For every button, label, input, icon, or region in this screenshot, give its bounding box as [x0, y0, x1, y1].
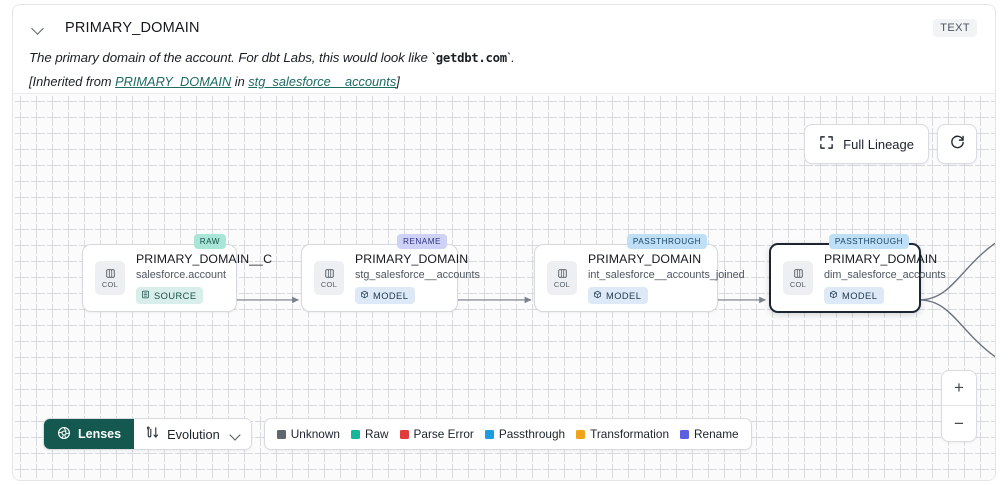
node-table-name: dim_salesforce_accounts — [824, 269, 946, 281]
node-column-name: PRIMARY_DOMAIN — [588, 252, 702, 266]
node-table-name: stg_salesforce__accounts — [355, 269, 480, 281]
inherited-prefix: [Inherited from — [29, 74, 116, 89]
lineage-canvas[interactable]: RAW COL PRIMARY_DOMAIN__C salesforce.acc… — [13, 93, 995, 480]
type-badge: TEXT — [933, 19, 977, 37]
column-chip: COL — [547, 261, 577, 295]
evolution-dropdown[interactable]: Evolution — [134, 419, 251, 449]
lineage-edges — [236, 242, 995, 358]
column-description: The primary domain of the account. For d… — [29, 50, 979, 65]
node-kind-label: MODEL — [606, 290, 642, 301]
legend-swatch-unknown — [276, 429, 286, 439]
node-kind-badge: MODEL — [355, 287, 416, 304]
legend-item: Unknown — [276, 427, 340, 441]
lineage-node[interactable]: RENAME COL PRIMARY_DOMAIN stg_salesforce… — [301, 234, 480, 312]
lenses-label: Lenses — [78, 427, 122, 441]
legend-label: Parse Error — [413, 427, 474, 441]
cube-icon — [360, 290, 369, 301]
legend-item: Passthrough — [484, 427, 566, 441]
node-column-name: PRIMARY_DOMAIN__C — [136, 252, 273, 266]
legend-label: Rename — [694, 427, 739, 441]
column-icon — [324, 268, 335, 279]
column-icon — [793, 268, 804, 279]
column-chip-label: COL — [789, 279, 807, 289]
lineage-node-selected[interactable]: PASSTHROUGH COL PRIMARY_DOMAIN dim_sales… — [769, 234, 946, 313]
legend-swatch-transformation — [576, 429, 586, 439]
node-column-name: PRIMARY_DOMAIN — [824, 252, 938, 266]
full-lineage-button[interactable]: Full Lineage — [804, 124, 929, 164]
column-chip: COL — [314, 261, 344, 295]
lenses-evolution-group: Lenses Evolution — [43, 418, 252, 450]
canvas-top-controls: Full Lineage — [804, 124, 977, 164]
full-lineage-label: Full Lineage — [843, 136, 914, 152]
aperture-icon — [57, 426, 71, 443]
lineage-node[interactable]: RAW COL PRIMARY_DOMAIN__C salesforce.acc… — [82, 234, 273, 312]
page-title: PRIMARY_DOMAIN — [65, 20, 200, 36]
node-body: PRIMARY_DOMAIN dim_salesforce_accounts M… — [824, 252, 946, 304]
cube-icon — [829, 290, 838, 301]
legend-item: Parse Error — [399, 427, 474, 441]
refresh-icon — [949, 134, 966, 154]
column-lineage-panel: PRIMARY_DOMAIN TEXT The primary domain o… — [12, 4, 996, 481]
legend-swatch-passthrough — [484, 429, 494, 439]
lens-legend: Unknown Raw Parse Error Passthrough Tran… — [263, 418, 752, 450]
chevron-down-icon — [231, 430, 240, 439]
node-lens-tag: PASSTHROUGH — [828, 234, 909, 249]
node-kind-label: SOURCE — [154, 290, 197, 301]
legend-label: Unknown — [290, 427, 340, 441]
column-chip: COL — [783, 261, 813, 295]
node-kind-label: MODEL — [842, 290, 878, 301]
zoom-in-button[interactable]: + — [942, 371, 976, 406]
column-icon — [105, 268, 116, 279]
legend-swatch-rename — [680, 429, 690, 439]
node-kind-badge: MODEL — [588, 287, 649, 304]
legend-label: Raw — [364, 427, 389, 441]
node-kind-badge: MODEL — [824, 287, 885, 304]
description-suffix: `. — [506, 50, 515, 65]
chevron-down-icon[interactable] — [31, 21, 45, 35]
legend-label: Passthrough — [498, 427, 566, 441]
node-kind-badge: SOURCE — [136, 287, 204, 304]
legend-swatch-raw — [350, 429, 360, 439]
zoom-out-button[interactable]: − — [954, 413, 964, 433]
node-kind-label: MODEL — [373, 290, 409, 301]
column-chip-label: COL — [101, 279, 119, 289]
cube-icon — [593, 290, 602, 301]
node-lens-tag: PASSTHROUGH — [626, 234, 707, 249]
inherited-column-link[interactable]: PRIMARY_DOMAIN — [115, 74, 232, 89]
refresh-button[interactable] — [937, 124, 977, 164]
inherited-model-link[interactable]: stg_salesforce__accounts — [248, 74, 397, 89]
legend-swatch-parse-error — [399, 429, 409, 439]
inherited-suffix: ] — [396, 74, 400, 89]
node-lens-tag: RENAME — [396, 234, 447, 249]
node-column-name: PRIMARY_DOMAIN — [355, 252, 469, 266]
zoom-controls: + − — [941, 370, 977, 442]
description-code: getdbt.com — [435, 51, 507, 65]
legend-item: Rename — [680, 427, 739, 441]
lenses-button[interactable]: Lenses — [44, 419, 135, 449]
column-icon — [557, 268, 568, 279]
node-body: PRIMARY_DOMAIN int_salesforce__accounts_… — [588, 252, 745, 304]
legend-label: Transformation — [590, 427, 670, 441]
column-chip: COL — [95, 261, 125, 295]
lineage-node[interactable]: PASSTHROUGH COL PRIMARY_DOMAIN int_sales… — [534, 234, 745, 312]
column-chip-label: COL — [553, 279, 571, 289]
node-lens-tag: RAW — [193, 234, 226, 249]
column-header: PRIMARY_DOMAIN TEXT The primary domain o… — [13, 5, 995, 93]
legend-item: Raw — [350, 427, 389, 441]
legend-item: Transformation — [576, 427, 669, 441]
node-body: PRIMARY_DOMAIN stg_salesforce__accounts … — [355, 252, 480, 304]
node-body: PRIMARY_DOMAIN__C salesforce.account SOU… — [136, 252, 273, 304]
evolution-flow-icon — [145, 425, 160, 443]
description-prefix: The primary domain of the account. For d… — [29, 50, 436, 65]
evolution-label: Evolution — [167, 426, 220, 442]
column-chip-label: COL — [320, 279, 338, 289]
inherited-middle: in — [231, 74, 249, 89]
database-icon — [141, 290, 150, 301]
canvas-bottom-bar: Lenses Evolution — [43, 418, 752, 450]
inherited-from-note: [Inherited from PRIMARY_DOMAIN in stg_sa… — [29, 74, 979, 89]
expand-icon — [819, 135, 834, 153]
node-table-name: salesforce.account — [136, 269, 227, 281]
node-table-name: int_salesforce__accounts_joined — [588, 269, 745, 281]
